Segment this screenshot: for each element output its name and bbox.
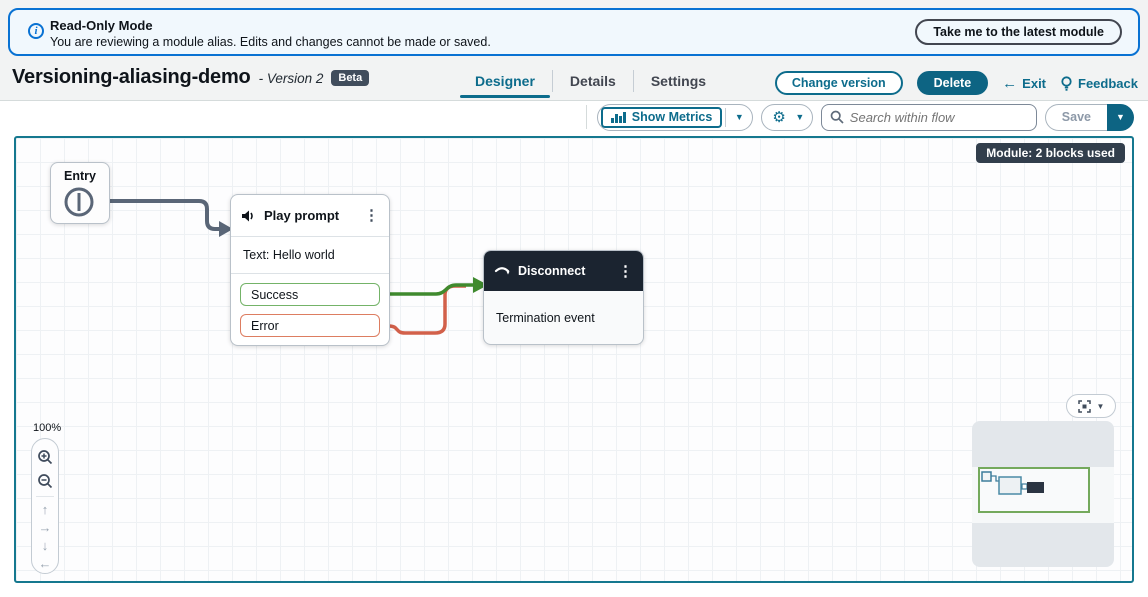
flow-canvas[interactable]: Module: 2 blocks used Entry Play prompt … (14, 136, 1134, 583)
play-prompt-header: Play prompt ⋮ (231, 195, 389, 237)
minimap-flow-shapes (981, 471, 1044, 495)
change-version-button[interactable]: Change version (774, 71, 903, 95)
version-label: - Version 2 (258, 71, 324, 86)
save-dropdown-icon[interactable]: ▼ (1107, 103, 1134, 131)
phone-hangup-icon (494, 265, 510, 277)
zoom-level-label: 100% (33, 422, 62, 434)
zoom-in-icon[interactable] (33, 445, 57, 469)
pan-right-icon[interactable]: → (38, 519, 52, 535)
save-button[interactable]: Save (1044, 103, 1107, 131)
show-metrics-split-button: Show Metrics ▼ (597, 103, 754, 131)
minimap-toggle-button[interactable]: ▼ (1066, 394, 1116, 418)
pan-left-icon[interactable]: ← (38, 556, 52, 572)
search-icon (830, 110, 844, 124)
toolbar-divider (586, 105, 588, 129)
read-only-banner: i Read-Only Mode You are reviewing a mod… (8, 8, 1140, 56)
disconnect-title: Disconnect (518, 264, 586, 278)
tab-divider (551, 70, 553, 92)
split-divider (725, 107, 727, 127)
minimap[interactable] (972, 421, 1114, 567)
zoom-out-icon[interactable] (33, 469, 57, 493)
exit-link[interactable]: ← Exit (1002, 75, 1046, 92)
banner-message: You are reviewing a module alias. Edits … (50, 35, 491, 49)
module-blocks-badge: Module: 2 blocks used (976, 143, 1125, 163)
pan-down-icon[interactable]: ↓ (41, 538, 49, 554)
search-input[interactable] (849, 109, 1028, 125)
play-prompt-ports: Success Error (231, 274, 389, 345)
play-prompt-block[interactable]: Play prompt ⋮ Text: Hello world Success … (230, 194, 390, 346)
disconnect-block[interactable]: Disconnect ⋮ Termination event (483, 250, 644, 345)
feedback-label: Feedback (1078, 75, 1138, 91)
entry-block-title: Entry (64, 169, 96, 183)
delete-button[interactable]: Delete (916, 71, 989, 95)
metrics-dropdown-icon[interactable]: ▼ (734, 112, 744, 122)
beta-badge: Beta (331, 70, 370, 86)
kebab-menu-icon[interactable]: ⋮ (364, 207, 379, 224)
speaker-icon (241, 209, 256, 223)
port-error[interactable]: Error (240, 314, 380, 337)
gear-dropdown-icon[interactable]: ▼ (795, 112, 805, 122)
zoom-controls-divider (36, 496, 54, 497)
disconnect-body: Termination event (496, 311, 595, 325)
settings-split-button: ⚙ ▼ (761, 103, 813, 131)
tab-settings[interactable]: Settings (650, 73, 707, 89)
latest-module-button[interactable]: Take me to the latest module (915, 19, 1122, 45)
feedback-bulb-icon (1060, 75, 1073, 91)
header-actions: Change version Delete ← Exit Feedback (774, 71, 1138, 95)
play-prompt-title: Play prompt (264, 208, 340, 223)
minimap-viewport[interactable] (978, 467, 1090, 513)
save-split-button: Save ▼ (1044, 103, 1134, 131)
bar-chart-icon (611, 111, 626, 123)
kebab-menu-icon[interactable]: ⋮ (618, 262, 633, 280)
tab-divider (632, 70, 634, 92)
exit-label: Exit (1022, 75, 1047, 91)
port-success[interactable]: Success (240, 283, 380, 306)
view-tabs: Designer Details Settings (458, 68, 723, 98)
show-metrics-button[interactable]: Show Metrics (601, 106, 723, 128)
disconnect-header: Disconnect ⋮ (484, 251, 643, 291)
search-box (820, 103, 1037, 131)
show-metrics-label: Show Metrics (631, 110, 713, 124)
titlebar: Versioning-aliasing-demo - Version 2 Bet… (12, 66, 370, 89)
minimap-dropdown-icon: ▼ (1096, 401, 1105, 411)
play-prompt-text: Text: Hello world (231, 237, 389, 274)
canvas-toolbar: Show Metrics ▼ ⚙ ▼ Save ▼ (586, 103, 1134, 131)
page-title: Versioning-aliasing-demo (12, 66, 251, 88)
info-icon: i (28, 23, 44, 39)
fit-view-icon (1077, 399, 1091, 413)
tab-designer[interactable]: Designer (458, 68, 552, 98)
entry-block[interactable]: Entry (50, 162, 110, 224)
tab-details[interactable]: Details (569, 73, 616, 89)
feedback-link[interactable]: Feedback (1060, 76, 1138, 91)
pan-up-icon[interactable]: ↑ (41, 501, 49, 517)
back-arrow-icon: ← (1002, 74, 1018, 92)
entry-point-icon (62, 186, 98, 227)
zoom-controls: ↑ → ↓ ← (31, 438, 59, 574)
connector-wires (81, 199, 488, 335)
gear-icon[interactable]: ⚙ (772, 108, 786, 126)
banner-title: Read-Only Mode (50, 18, 153, 33)
